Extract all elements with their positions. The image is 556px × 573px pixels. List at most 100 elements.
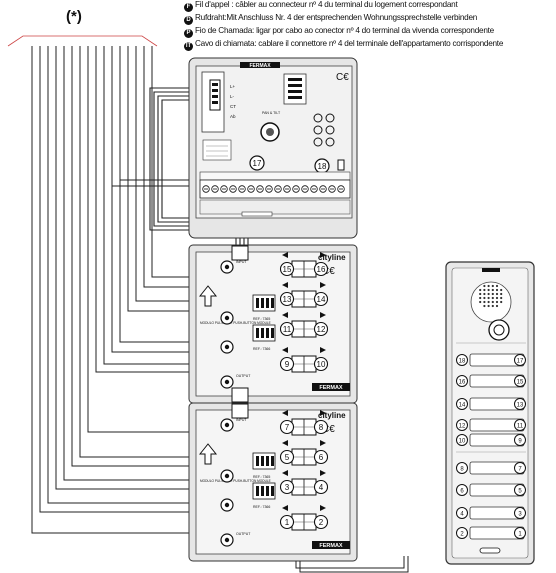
- upper-terminal-label: 14: [317, 295, 326, 304]
- upper-brand: cityline: [318, 253, 346, 262]
- audio-pin-ab: Ab: [230, 114, 236, 119]
- panel-button-number: 16: [459, 380, 466, 386]
- panel-button-row[interactable]: 12 11: [456, 418, 526, 432]
- panel-button-number: 6: [460, 489, 464, 495]
- upper-output-label: OUTPUT: [236, 374, 251, 378]
- terminal-17-icon: [249, 155, 265, 171]
- lower-ref2: REF.: 7366: [253, 505, 270, 509]
- panel-button-row[interactable]: 14 13: [456, 397, 526, 411]
- panel-button-number: 5: [518, 489, 522, 495]
- lower-terminal-label: 6: [319, 453, 324, 462]
- panel-button-number: 17: [517, 359, 524, 365]
- upper-terminal-label: 13: [283, 295, 292, 304]
- italian-flag-icon: IT: [184, 42, 193, 51]
- upper-terminal-circle: [313, 321, 329, 337]
- lower-terminal-label: 7: [285, 423, 290, 432]
- panel-button-number: 9: [518, 439, 522, 445]
- lower-terminal-circle: [279, 514, 295, 530]
- lower-terminal-label: 2: [319, 518, 324, 527]
- lower-terminal-label: 4: [319, 483, 324, 492]
- lower-module-text: MODULO PULSADOR PUSH-BUTTON MODULE: [200, 479, 271, 483]
- upper-terminal-label: 12: [317, 325, 326, 334]
- panel-button-number: 12: [459, 424, 466, 430]
- upper-terminal-label: 16: [317, 265, 326, 274]
- upper-terminal-circle: [279, 261, 295, 277]
- panel-button-number: 10: [459, 439, 466, 445]
- pushbutton-module-lower: INPUT MODULO PULSADOR PUSH-BUTTON MODULE…: [188, 402, 358, 562]
- lower-ref1: REF.: 7365: [253, 475, 270, 479]
- french-flag-icon: F: [184, 3, 193, 12]
- lower-terminal-circle: [313, 449, 329, 465]
- call-wires-bracket: [7, 35, 158, 47]
- upper-terminal-label: 9: [285, 360, 290, 369]
- terminal-17-label: 17: [253, 159, 262, 168]
- lower-terminal-circle: [279, 449, 295, 465]
- lower-input-label: INPUT: [236, 418, 247, 422]
- note-french-text: Fil d'appel : câbler au connecteur nº 4 …: [195, 0, 458, 9]
- arrow-up-icon: [198, 443, 218, 465]
- audio-pin-l-minus: L-: [230, 94, 235, 99]
- audio-brand: FERMAX: [249, 63, 271, 69]
- upper-terminal-circle: [279, 321, 295, 337]
- note-portuguese-text: Fio de Chamada: ligar por cabo ao conect…: [195, 26, 494, 35]
- panel-button-row[interactable]: 10 9: [456, 433, 526, 447]
- upper-terminal-circle: [313, 291, 329, 307]
- upper-terminal-label: 10: [317, 360, 326, 369]
- svg-text:PAN & TILT: PAN & TILT: [262, 111, 281, 115]
- panel-button-number: 2: [460, 532, 464, 538]
- panel-button-number: 8: [460, 467, 464, 473]
- lower-terminal-label: 1: [285, 518, 290, 527]
- panel-button-number: 1: [518, 532, 522, 538]
- lower-terminal-circle: [279, 419, 295, 435]
- panel-button-number: 11: [517, 424, 524, 430]
- upper-ref2: REF.: 7366: [253, 347, 270, 351]
- panel-button-number: 15: [517, 380, 524, 386]
- audio-pin-l-plus: L+: [230, 84, 236, 89]
- lower-terminal-label: 5: [285, 453, 290, 462]
- portuguese-flag-icon: P: [184, 29, 193, 38]
- lower-ce-mark: C€: [322, 424, 335, 435]
- upper-ce-mark: C€: [322, 266, 335, 277]
- upper-terminal-label: 15: [283, 265, 292, 274]
- lower-brand: cityline: [318, 411, 346, 420]
- lower-terminal-circle: [313, 419, 329, 435]
- terminal-18-label: 18: [318, 162, 327, 171]
- upper-module-text: MODULO PULSADOR PUSH-BUTTON MODULE: [200, 321, 271, 325]
- arrow-up-icon: [198, 285, 218, 307]
- upper-logo: FERMAX: [319, 385, 343, 391]
- upper-terminal-circle: [313, 356, 329, 372]
- lower-terminal-circle: [279, 479, 295, 495]
- upper-terminal-label: 11: [283, 325, 292, 334]
- lower-output-label: OUTPUT: [236, 532, 251, 536]
- upper-terminal-circle: [279, 291, 295, 307]
- note-italian-text: Cavo di chiamata: cablare il connettore …: [195, 39, 504, 48]
- panel-button-number: 14: [459, 403, 466, 409]
- note-german-text: Rufdraht:Mit Anschluss Nr. 4 der entspre…: [195, 13, 478, 22]
- audio-ce-mark: C€: [336, 72, 349, 83]
- lower-terminal-label: 8: [319, 423, 324, 432]
- lower-terminal-label: 3: [285, 483, 290, 492]
- panel-button-number: 13: [517, 403, 524, 409]
- lower-terminal-circle: [313, 479, 329, 495]
- upper-input-label: INPUT: [236, 260, 247, 264]
- lower-terminal-circle: [313, 514, 329, 530]
- panel-button-number: 4: [460, 512, 464, 518]
- lower-logo: FERMAX: [319, 543, 343, 549]
- german-flag-icon: D: [184, 16, 193, 25]
- upper-terminal-circle: [313, 261, 329, 277]
- upper-ref1: REF.: 7365: [253, 317, 270, 321]
- asterisk-marker: (*): [66, 8, 82, 25]
